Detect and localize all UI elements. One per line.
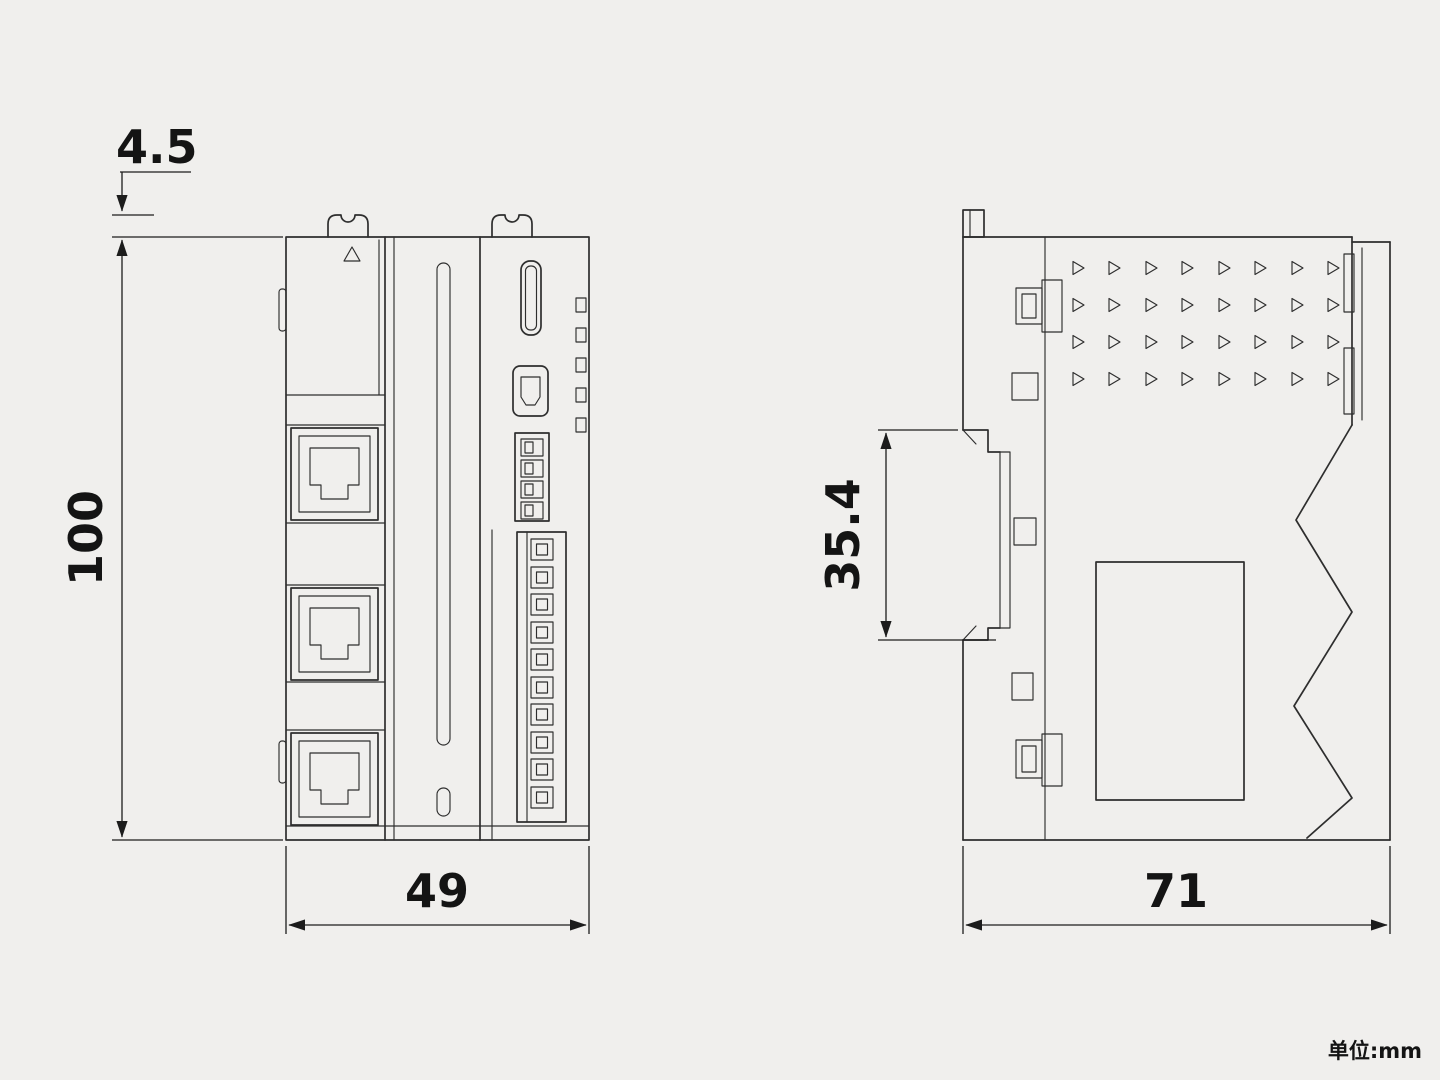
mounting-tab — [327, 214, 369, 238]
side-clip — [278, 740, 287, 784]
side-zigzag-profile — [1293, 424, 1353, 839]
rj45-port — [290, 732, 379, 826]
front-body — [285, 236, 590, 841]
dim-depth-label: 71 — [1144, 864, 1208, 918]
housing-detail — [1013, 517, 1037, 546]
dim-tab-offset: 4.5 — [112, 120, 198, 216]
dim-depth: 71 — [962, 846, 1391, 934]
top-tab — [962, 209, 985, 238]
usb-port — [512, 365, 549, 417]
mounting-tab — [491, 214, 533, 238]
edge-led-ticks — [575, 297, 587, 433]
dim-width-label: 49 — [405, 864, 469, 918]
dim-height-label: 100 — [59, 490, 113, 586]
front-view-drawing — [278, 214, 590, 841]
housing-detail — [1011, 672, 1034, 701]
mounting-clip — [1015, 733, 1063, 787]
bezel-detail — [1343, 347, 1355, 415]
dim-din-rail-height: 35.4 — [816, 429, 996, 641]
dim-width: 49 — [285, 846, 590, 934]
rj45-port — [290, 587, 379, 681]
housing-detail — [1011, 372, 1039, 401]
din-rail-channel — [962, 429, 1011, 641]
unit-label: 单位:mm — [1328, 1039, 1422, 1063]
front-groove-small — [436, 787, 451, 817]
mounting-clip — [1015, 279, 1063, 333]
sd-card-slot — [520, 260, 542, 336]
warning-triangle-icon — [343, 246, 361, 262]
side-clip — [278, 288, 287, 332]
dip-switch-block — [514, 432, 550, 522]
front-groove — [436, 262, 451, 746]
dim-height: 100 — [59, 236, 283, 841]
side-view-drawing — [962, 209, 1391, 841]
rj45-port — [290, 427, 379, 521]
terminal-block — [516, 531, 567, 823]
dim-din-rail-label: 35.4 — [816, 478, 870, 592]
dim-tab-offset-label: 4.5 — [116, 120, 198, 174]
label-area — [1095, 561, 1245, 801]
vent-grid — [1072, 260, 1340, 387]
bezel-detail — [1343, 253, 1355, 313]
